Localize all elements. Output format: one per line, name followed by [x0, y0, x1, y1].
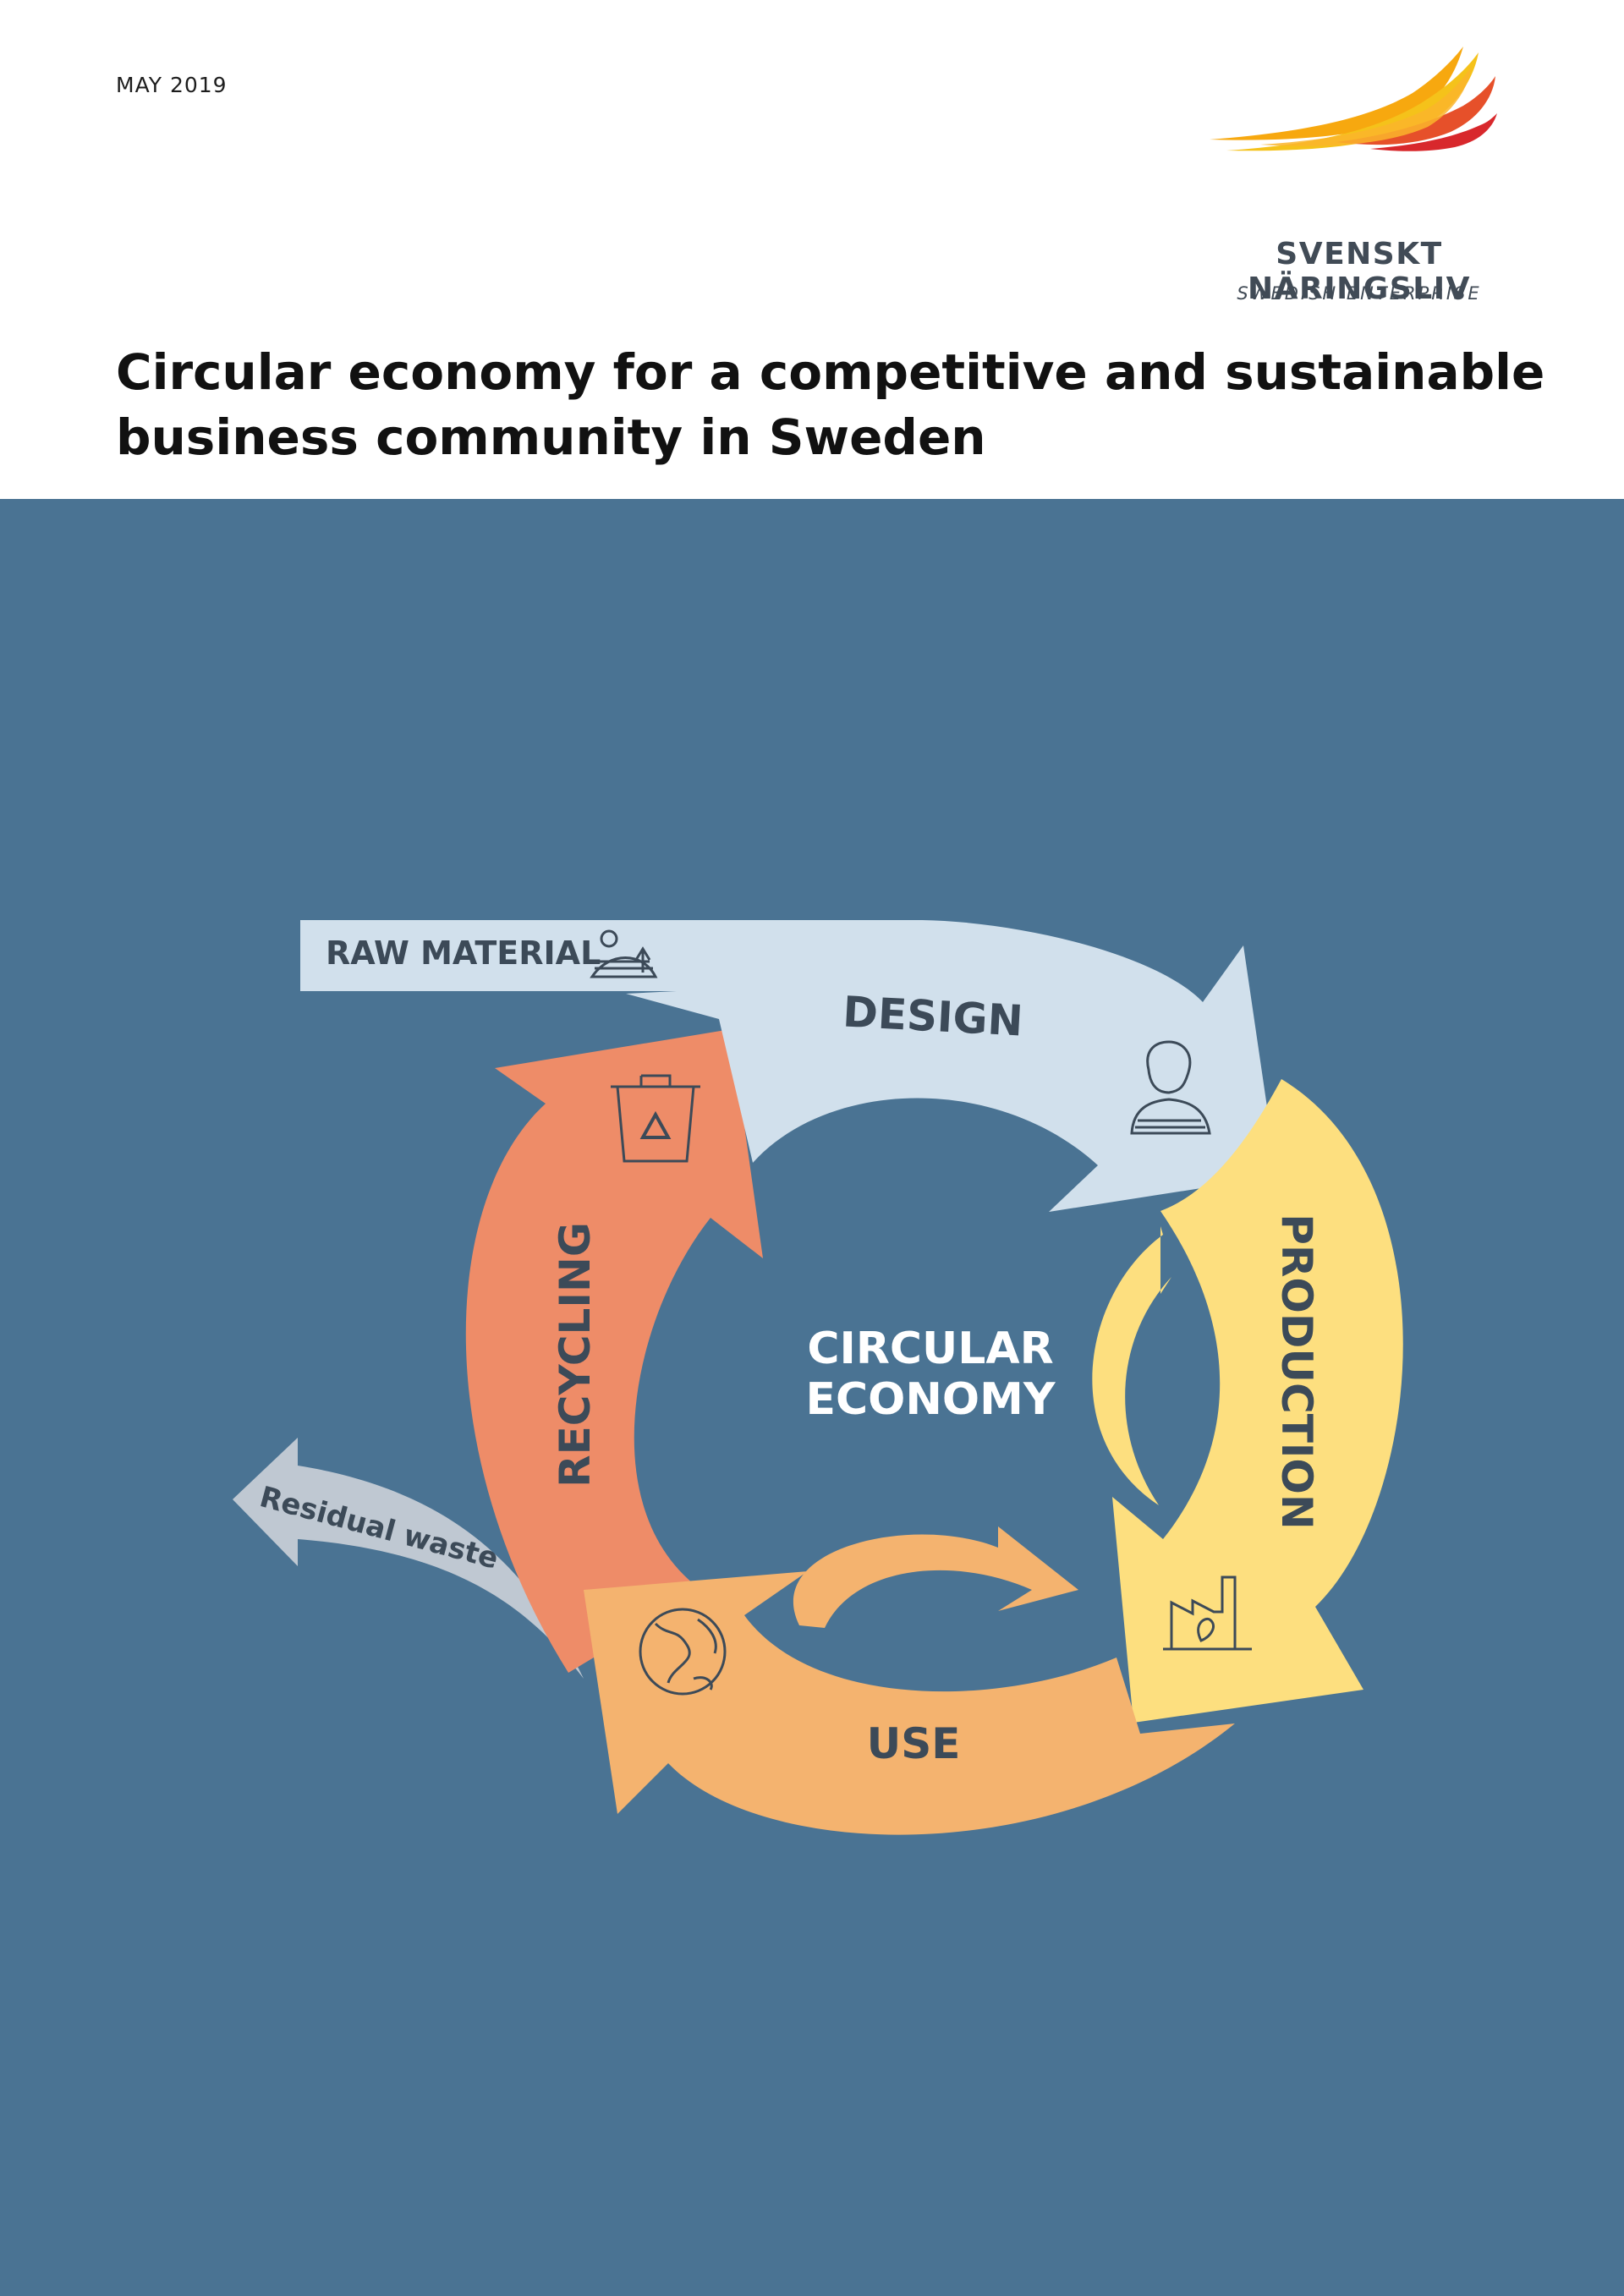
landscape-icon	[590, 929, 658, 978]
recycling-label: RECYCLING	[551, 1222, 600, 1488]
factory-icon	[1163, 1575, 1252, 1651]
design-label: DESIGN	[842, 987, 1024, 1046]
publication-date: MAY 2019	[116, 73, 228, 97]
page-title: Circular economy for a competitive and s…	[116, 343, 1545, 466]
production-label: PRODUCTION	[1272, 1214, 1321, 1530]
recycling-arrow	[465, 1029, 763, 1673]
use-loop-arrow	[793, 1526, 1078, 1628]
recycle-bin-icon	[611, 1074, 700, 1163]
logo-subtitle: SWEDISH ENTERPRISE	[1237, 283, 1482, 304]
header: MAY 2019 SVENSKT NÄRINGSLIV SWEDISH ENTE…	[0, 0, 1624, 499]
center-label-line2: ECONOMY	[805, 1374, 1056, 1425]
center-label-line1: CIRCULAR	[807, 1323, 1054, 1374]
diagram-panel: RAW MATERIAL DESIGN PRODUCTION USE RECYC…	[0, 499, 1624, 2296]
production-loop-arrow	[1092, 1226, 1171, 1505]
logo-name: SVENSKT NÄRINGSLIV	[1248, 237, 1471, 306]
raw-material-label: RAW MATERIAL	[326, 934, 601, 972]
use-label: USE	[866, 1719, 961, 1768]
design-arrow	[300, 920, 1277, 1212]
use-arrow	[584, 1571, 1235, 1835]
circular-economy-diagram	[233, 920, 1403, 1835]
globe-icon	[639, 1608, 727, 1696]
production-arrow	[1112, 1079, 1403, 1723]
logo: SVENSKT NÄRINGSLIV SWEDISH ENTERPRISE	[1150, 42, 1556, 306]
woman-icon	[1130, 1040, 1211, 1135]
residual-waste-arrow	[233, 1438, 584, 1679]
bird-wing-icon	[1210, 47, 1497, 151]
